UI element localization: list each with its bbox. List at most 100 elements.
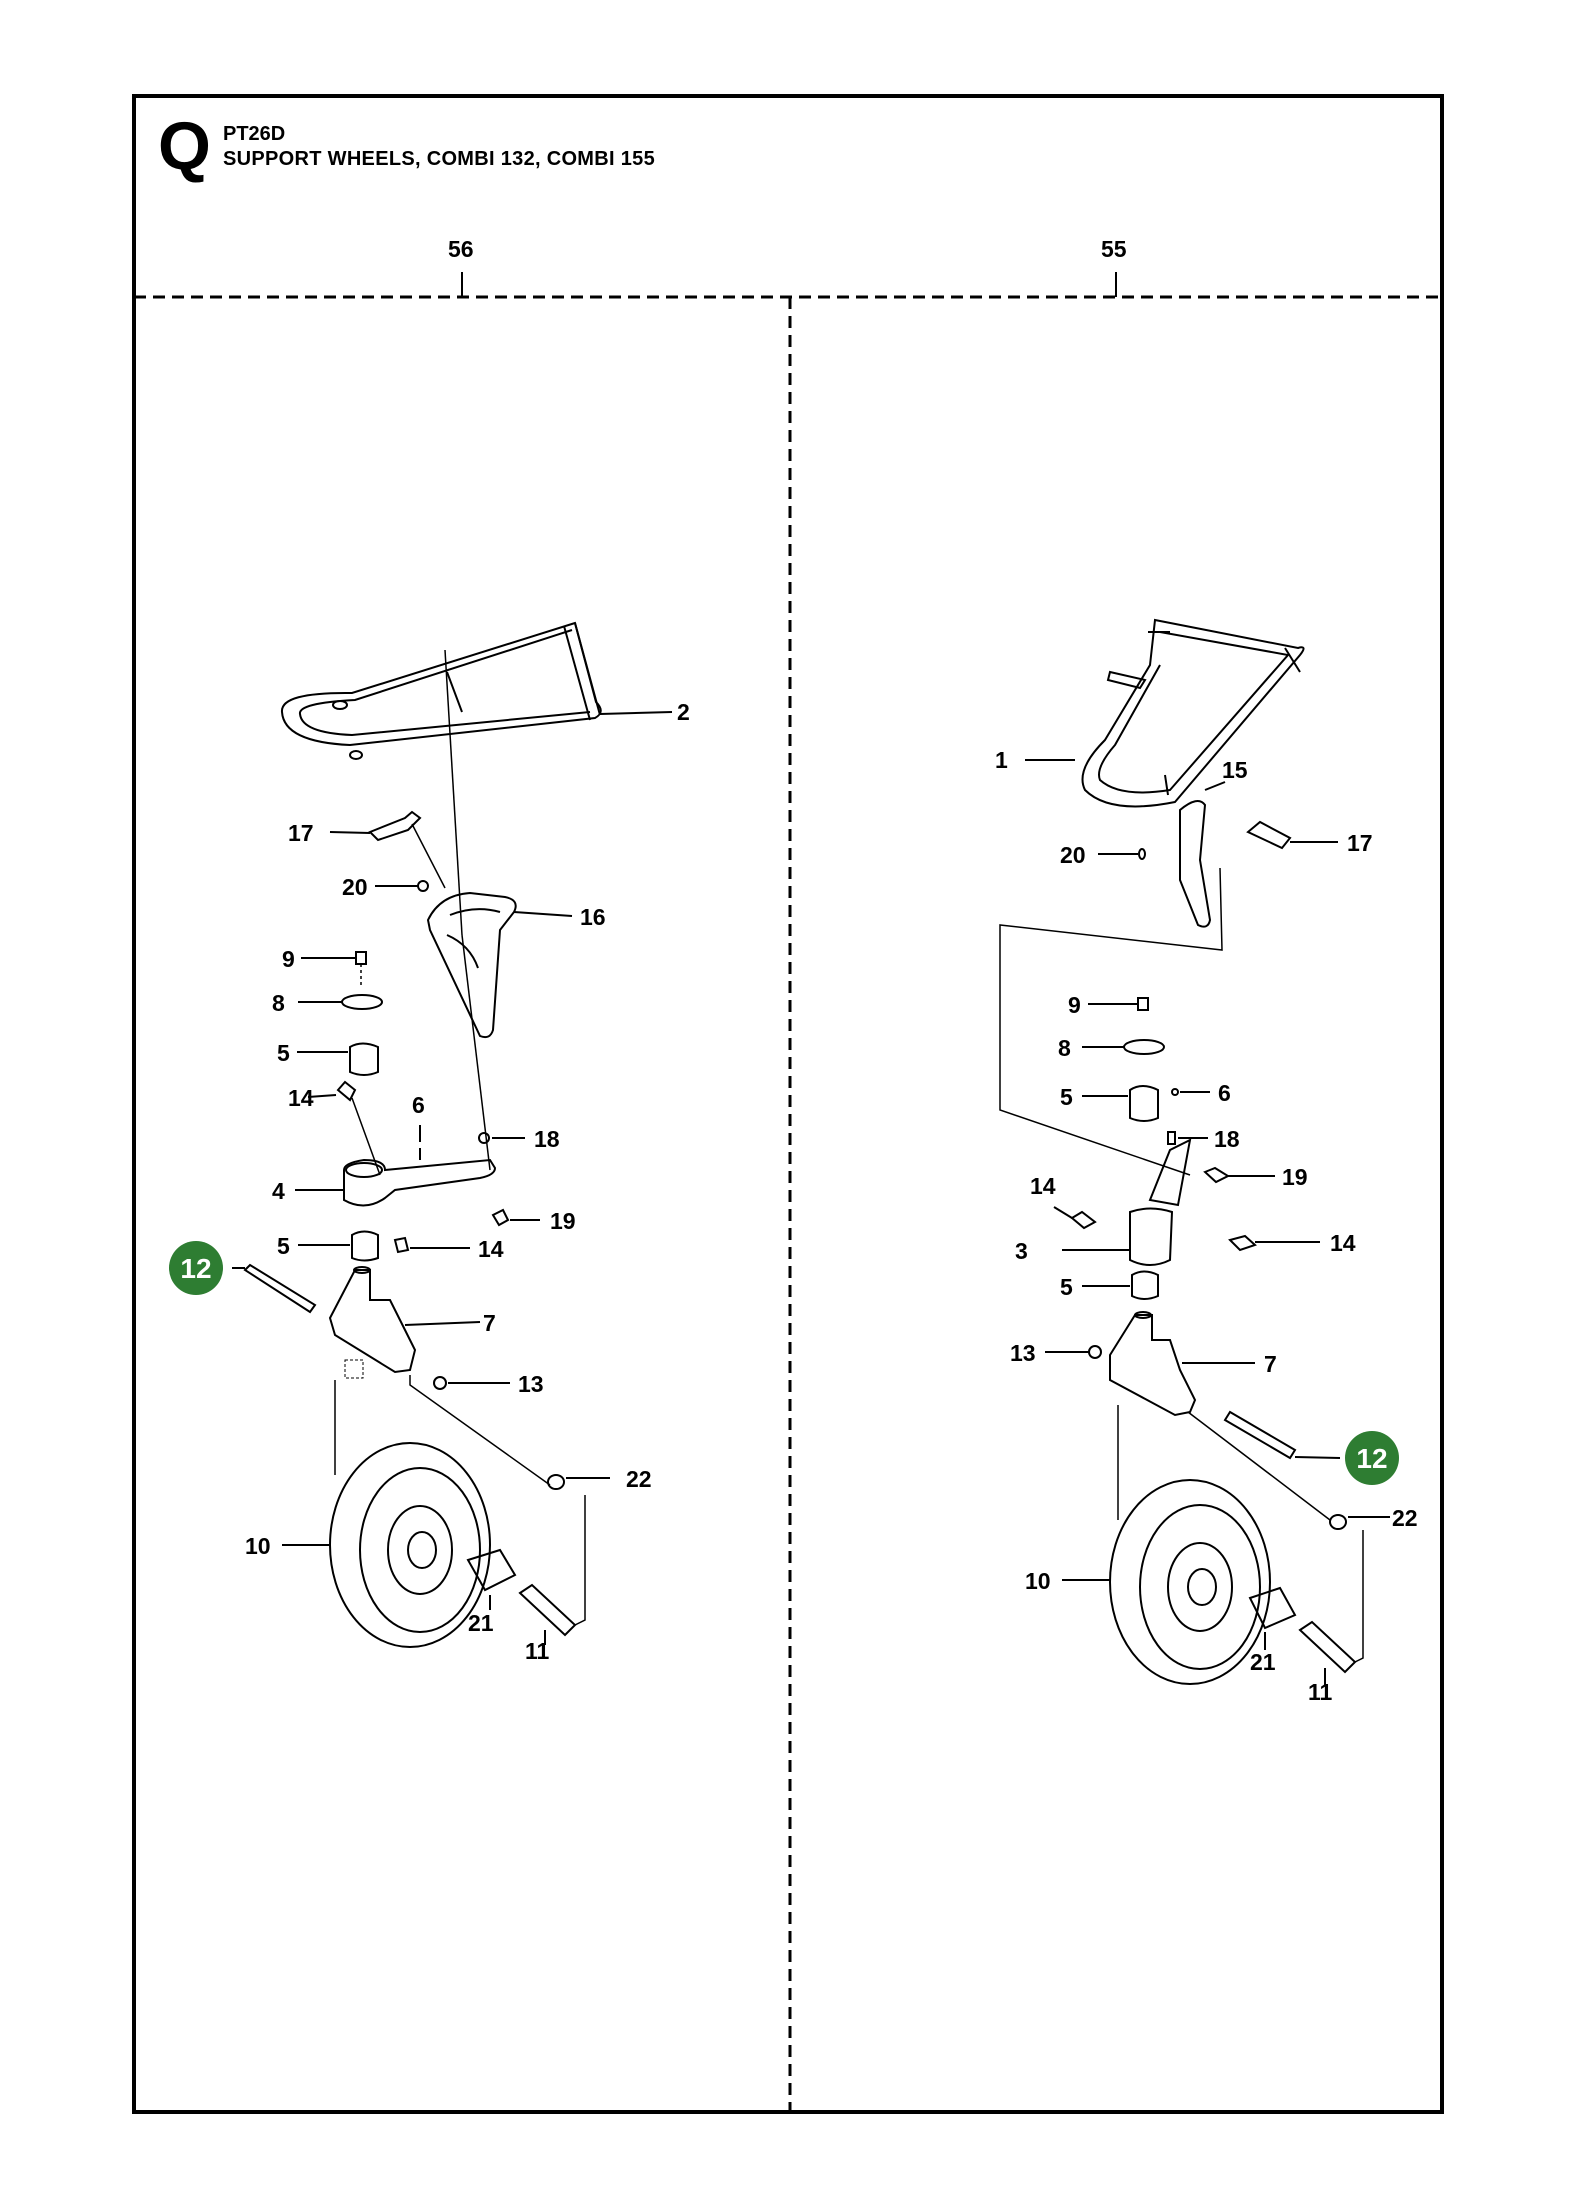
highlight-badge xyxy=(169,1241,223,1295)
right-bolt-19 xyxy=(1203,1166,1231,1184)
callout-2: 2 xyxy=(677,699,690,725)
right-plate-15 xyxy=(1179,800,1212,928)
left-lever xyxy=(368,810,422,842)
callout-5-lower: 5 xyxy=(277,1233,290,1259)
callout-19: 19 xyxy=(1282,1164,1308,1190)
right-assembly xyxy=(999,618,1390,1685)
left-highlight-callout-12: 12 xyxy=(169,1241,223,1295)
callout-7: 7 xyxy=(483,1310,496,1336)
left-bushing-5-lower xyxy=(351,1230,379,1262)
callout-17: 17 xyxy=(1347,830,1373,856)
left-handle-frame xyxy=(281,621,602,747)
right-bolt-14-left xyxy=(1070,1210,1097,1230)
right-washer-22 xyxy=(1329,1514,1347,1530)
left-washer-22 xyxy=(547,1474,565,1490)
left-washer-8 xyxy=(341,994,383,1010)
model-name: PT26D xyxy=(223,123,286,145)
left-bolt-9 xyxy=(355,951,367,965)
callout-6: 6 xyxy=(1218,1080,1231,1106)
left-assembly xyxy=(232,621,673,1648)
right-bolt-14-right xyxy=(1228,1234,1257,1252)
right-washer-8 xyxy=(1123,1039,1165,1055)
callout-11: 11 xyxy=(1308,1679,1333,1705)
callout-8: 8 xyxy=(272,990,285,1016)
callout-14-lower: 14 xyxy=(478,1236,504,1262)
left-fork-7 xyxy=(328,1269,417,1374)
callout-1: 1 xyxy=(995,747,1008,773)
callout-16: 16 xyxy=(580,904,606,930)
left-handle-inner xyxy=(299,629,591,737)
right-handle-frame xyxy=(1081,618,1305,808)
callout-19: 19 xyxy=(550,1208,576,1234)
right-highlight-callout-12: 12 xyxy=(1345,1431,1399,1485)
callout-10: 10 xyxy=(245,1533,271,1559)
right-bolt-9 xyxy=(1137,997,1149,1011)
callout-22: 22 xyxy=(626,1466,652,1492)
callout-5-lower: 5 xyxy=(1060,1274,1073,1300)
section-letter: Q xyxy=(158,108,211,184)
callout-14: 14 xyxy=(288,1085,314,1111)
callout-4: 4 xyxy=(272,1178,285,1204)
column-label-55: 55 xyxy=(1101,236,1127,262)
callout-9: 9 xyxy=(282,946,295,972)
callout-12: 12 xyxy=(180,1253,211,1284)
right-fork-7 xyxy=(1109,1314,1197,1417)
callout-8: 8 xyxy=(1058,1035,1071,1061)
left-axle-bolt-12 xyxy=(243,1263,317,1314)
left-wheel-10 xyxy=(329,1442,491,1648)
callout-13: 13 xyxy=(518,1371,544,1397)
left-handle-crossbar xyxy=(574,622,601,716)
callout-6: 6 xyxy=(412,1092,425,1118)
callout-11: 11 xyxy=(525,1638,550,1664)
callout-5: 5 xyxy=(1060,1084,1073,1110)
left-bolt-14-upper xyxy=(336,1080,357,1102)
right-lever-17 xyxy=(1246,820,1292,850)
callout-7: 7 xyxy=(1264,1351,1277,1377)
callout-17: 17 xyxy=(288,820,314,846)
left-bushing-5-upper xyxy=(349,1042,379,1076)
right-callouts: 1 15 17 20 9 8 5 6 18 19 14 3 14 5 13 7 … xyxy=(995,747,1418,1705)
callout-3: 3 xyxy=(1015,1238,1028,1264)
left-bolt-19 xyxy=(491,1208,510,1227)
left-arm-4 xyxy=(343,1158,497,1207)
callout-22: 22 xyxy=(1392,1505,1418,1531)
callout-5: 5 xyxy=(277,1040,290,1066)
left-nut-18 xyxy=(478,1132,490,1144)
right-axle-11 xyxy=(1298,1620,1357,1674)
column-label-56: 56 xyxy=(448,236,474,262)
callout-14-right: 14 xyxy=(1330,1230,1356,1256)
right-nut-20 xyxy=(1138,848,1146,860)
right-nut-13 xyxy=(1088,1345,1102,1359)
left-callouts: 2 17 20 16 9 8 5 14 6 18 4 19 5 14 7 13 … xyxy=(245,699,690,1664)
callout-20: 20 xyxy=(342,874,368,900)
left-axle-11 xyxy=(518,1583,577,1637)
page-frame xyxy=(132,94,1444,2114)
callout-18: 18 xyxy=(1214,1126,1240,1152)
left-bracket-16 xyxy=(426,891,517,1039)
right-housing-3 xyxy=(1129,1207,1174,1266)
callout-13: 13 xyxy=(1010,1340,1036,1366)
right-bushing-5-upper xyxy=(1129,1085,1159,1122)
callout-15: 15 xyxy=(1222,757,1248,783)
right-pin-6 xyxy=(1171,1088,1179,1096)
right-pin-18 xyxy=(1167,1131,1176,1145)
callout-18: 18 xyxy=(534,1126,560,1152)
right-wheel-10 xyxy=(1109,1479,1271,1685)
left-nut-13 xyxy=(433,1376,447,1390)
right-bushing-5-lower xyxy=(1131,1270,1159,1300)
callout-20: 20 xyxy=(1060,842,1086,868)
diagram-title: SUPPORT WHEELS, COMBI 132, COMBI 155 xyxy=(223,148,655,170)
right-axle-bolt-12 xyxy=(1223,1410,1297,1460)
callout-12: 12 xyxy=(1356,1443,1387,1474)
left-nut-20 xyxy=(417,880,429,892)
callout-14-left: 14 xyxy=(1030,1173,1056,1199)
callout-9: 9 xyxy=(1068,992,1081,1018)
callout-10: 10 xyxy=(1025,1568,1051,1594)
highlight-badge xyxy=(1345,1431,1399,1485)
left-hub-21 xyxy=(466,1548,517,1592)
right-hub-21 xyxy=(1248,1586,1297,1630)
callout-21: 21 xyxy=(1250,1649,1276,1675)
callout-21: 21 xyxy=(468,1610,494,1636)
